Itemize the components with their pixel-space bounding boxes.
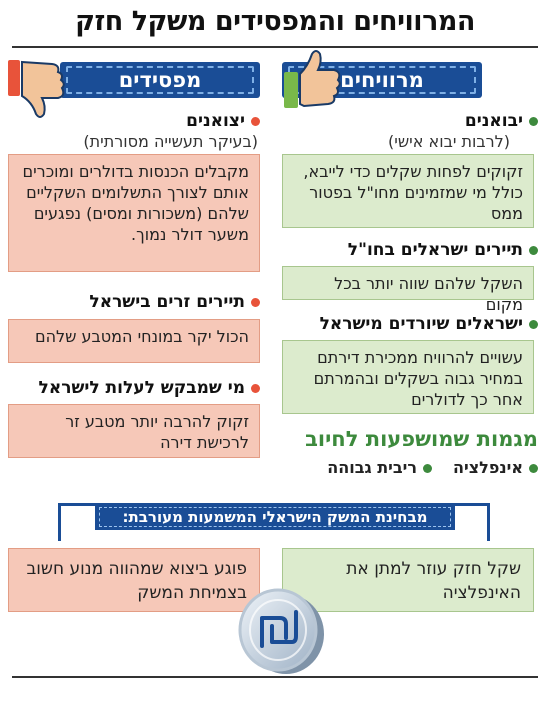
threat-item: אינפלציה — [453, 458, 538, 477]
green-bullet-icon — [529, 116, 538, 126]
losers-header: מפסידים — [60, 62, 260, 98]
green-bullet-icon — [529, 319, 538, 329]
verdict-negative-box: פוגע ביצוא שמהווה מנוע חשוב בצמיחת המשק — [8, 548, 260, 612]
verdict-label: מבחינת המשק הישראלי המשמעות מעורבת: — [95, 504, 455, 530]
winners-item-heading: ישראלים שיורדים מישראל — [320, 314, 538, 334]
losers-item-sub: (בעיקר תעשייה מסורתית) — [83, 132, 258, 151]
red-bullet-icon — [251, 383, 260, 393]
winners-header-label: מרוויחים — [340, 68, 424, 92]
losers-item-heading: מי שמבקש לעלות לישראל — [39, 378, 260, 398]
thumbs-up-icon — [284, 50, 341, 108]
threat-item: ריבית גבוהה — [327, 458, 432, 477]
page-title: המרוויחים והמפסידים משקל חזק — [75, 6, 475, 37]
winners-item-heading: יבואנים — [465, 111, 538, 131]
winners-item-heading: תיירים ישראלים בחו"ל — [348, 240, 538, 260]
losers-header-label: מפסידים — [118, 68, 202, 92]
winners-item-box: עשויים להרוויח ממכירת דירתם במחיר גבוה ב… — [282, 340, 534, 414]
losers-item-heading: תיירים זרים בישראל — [89, 292, 260, 312]
verdict-positive-box: שקל חזק עוזר למתן את האינפלציה — [282, 548, 534, 612]
bottom-divider — [12, 676, 538, 678]
winners-item-box: זקוקים לפחות שקלים כדי לייבא, כולל מי שמ… — [282, 154, 534, 228]
thumbs-down-icon — [8, 60, 65, 118]
red-bullet-icon — [251, 116, 260, 126]
winners-item-sub: (לרבות יבוא אישי) — [388, 132, 510, 151]
green-bullet-icon — [529, 245, 538, 255]
shekel-coin-icon — [238, 588, 324, 674]
winners-header-group: מרוויחים — [282, 50, 534, 108]
green-bullet-icon — [423, 464, 432, 473]
title-divider — [12, 46, 538, 48]
green-bullet-icon — [529, 464, 538, 473]
losers-item-box: מקבלים הכנסות בדולרים ומוכרים אותם לצורך… — [8, 154, 260, 272]
red-bullet-icon — [251, 297, 260, 307]
losers-header-group: מפסידים — [8, 58, 260, 118]
winners-item-box: השקל שלהם שווה יותר בכל מקום — [282, 266, 534, 314]
threats-title: מגמות שמושפעות לחיוב — [305, 427, 538, 451]
losers-item-heading: יצואנים — [186, 111, 260, 131]
losers-item-box: זקוק להרבה יותר מטבע זר לרכישת דירה — [8, 404, 260, 458]
losers-item-box: הכול יקר במונחי המטבע שלהם — [8, 319, 260, 363]
